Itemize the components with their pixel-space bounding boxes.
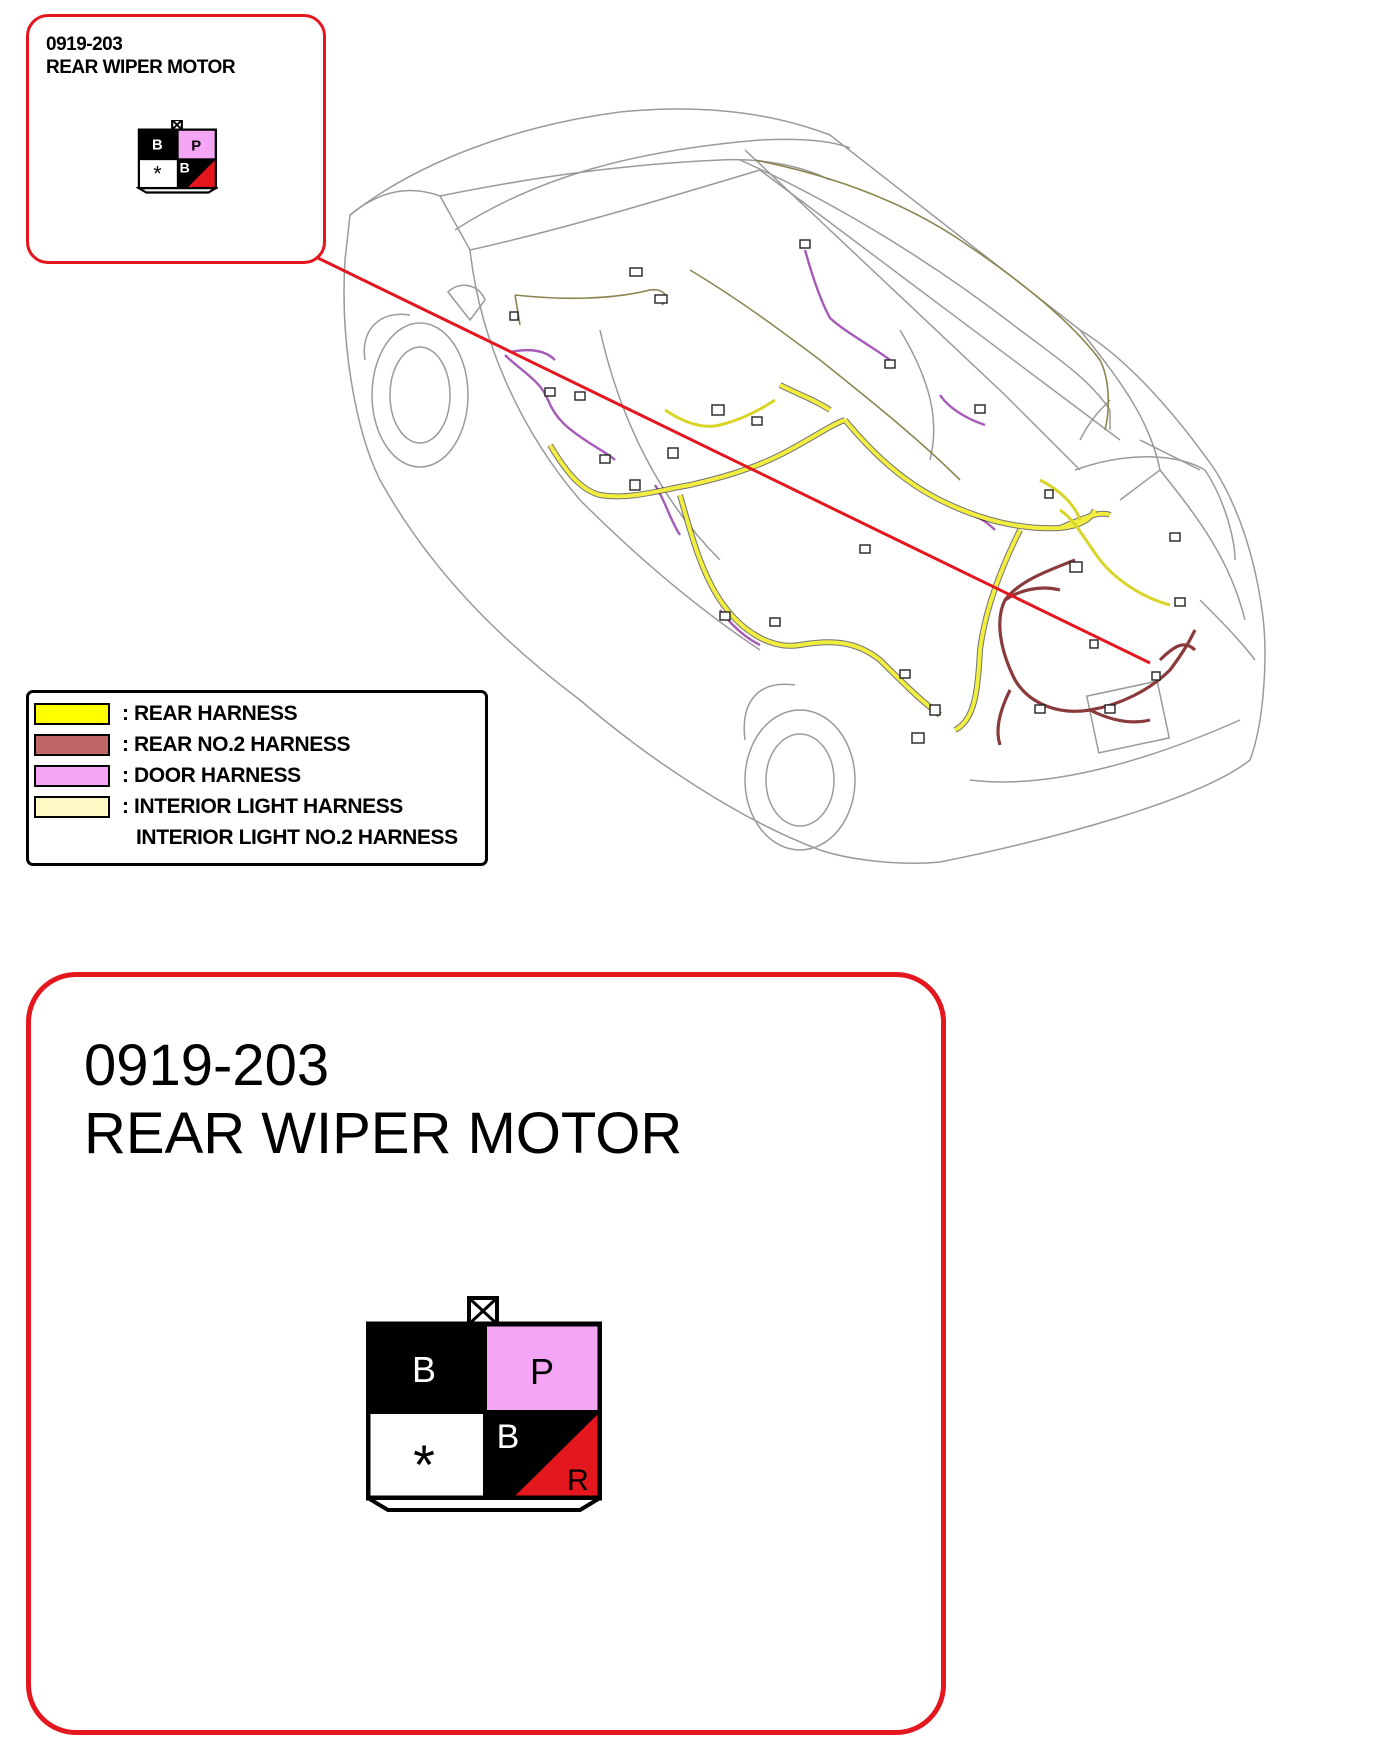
legend-label-door-harness: : DOOR HARNESS	[122, 764, 301, 787]
svg-text:B: B	[180, 160, 190, 176]
connector-icon-large: B P * B R	[366, 1296, 602, 1512]
leader-line	[317, 256, 1151, 665]
svg-text:R: R	[203, 175, 212, 189]
connector-face: B P * B R	[136, 120, 218, 194]
legend-swatch-door-harness	[34, 765, 110, 787]
legend-swatch-rear-no2-harness	[34, 734, 110, 756]
terminal-4-stripe-label: R	[567, 1464, 589, 1497]
rear-harness-wires-fill	[548, 383, 1111, 732]
legend-label-interior-light-no2-harness: INTERIOR LIGHT NO.2 HARNESS	[136, 826, 458, 849]
rear-harness-cluster	[664, 398, 1171, 607]
legend-swatch-interior-light-harness	[34, 796, 110, 818]
connector-base	[366, 1496, 602, 1512]
connector-icon-small: B P * B R	[136, 120, 218, 194]
rear-no2-harness-wires	[996, 558, 1197, 746]
legend-label-rear-no2-harness: : REAR NO.2 HARNESS	[122, 733, 351, 756]
svg-text:*: *	[153, 162, 162, 186]
legend-label-interior-light-harness: : INTERIOR LIGHT HARNESS	[122, 795, 403, 818]
harness-connectors	[509, 239, 1186, 744]
rear-harness-wires	[547, 382, 1112, 733]
legend-swatch-rear-harness	[34, 703, 110, 725]
legend-label-rear-harness: : REAR HARNESS	[122, 702, 298, 725]
terminal-4-stripe	[513, 1412, 600, 1498]
car-outline	[343, 108, 1266, 864]
terminal-3-label: *	[413, 1433, 435, 1496]
callout-large-code: 0919-203	[84, 1033, 330, 1098]
svg-text:P: P	[191, 138, 201, 154]
callout-large-name: REAR WIPER MOTOR	[84, 1101, 683, 1166]
callout-small-name: REAR WIPER MOTOR	[46, 57, 236, 78]
terminal-1-label: B	[412, 1349, 436, 1390]
terminal-1-cell	[368, 1324, 485, 1412]
callout-small-code: 0919-203	[46, 34, 123, 55]
car-harness-illustration	[317, 108, 1266, 864]
terminal-4-label: B	[497, 1418, 520, 1456]
svg-text:B: B	[152, 138, 163, 154]
terminal-2-label: P	[530, 1351, 554, 1392]
